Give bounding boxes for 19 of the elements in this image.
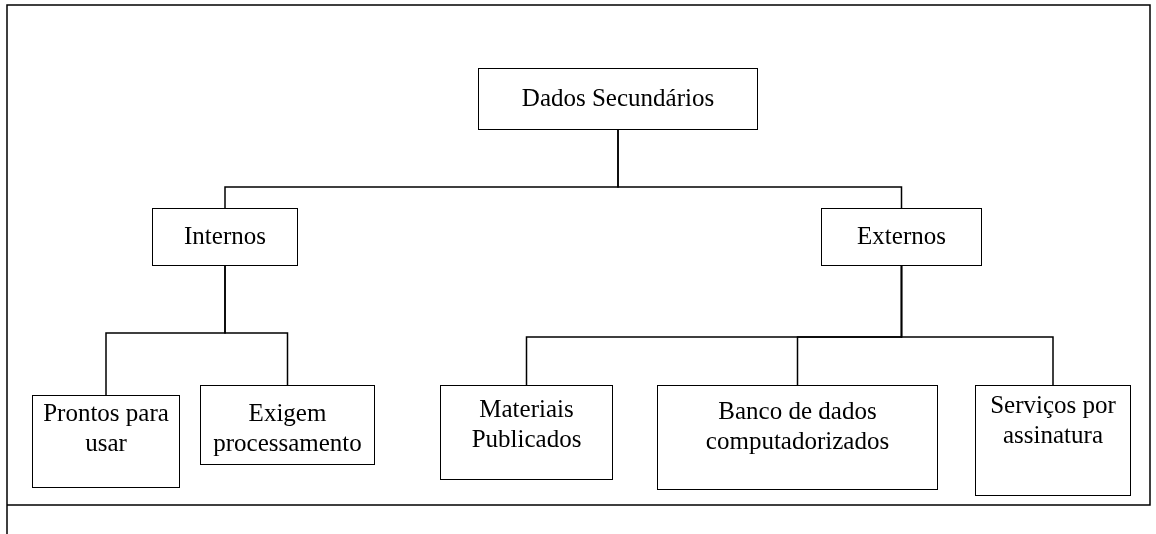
category-label: Banco de dados computadorizados: [704, 396, 891, 456]
connector-line: [617, 129, 903, 209]
category-label: Dados Secundários: [521, 83, 715, 113]
category-label: Prontos para usar: [42, 398, 170, 458]
connector-line: [900, 265, 1054, 386]
connector-line: [224, 265, 289, 386]
category-box: [200, 385, 375, 465]
category-label: Internos: [184, 221, 266, 251]
category-box: [657, 385, 938, 490]
category-box: [32, 395, 180, 488]
category-label: Exigem processamento: [212, 398, 363, 458]
category-label: Serviços por assinatura: [989, 390, 1117, 450]
category-box: [152, 208, 298, 266]
category-label: Materiais Publicados: [470, 394, 583, 454]
category-box: [440, 385, 613, 480]
category-box: [478, 68, 758, 130]
category-box: [975, 385, 1131, 496]
category-box: [821, 208, 982, 266]
category-label: Externos: [857, 221, 946, 251]
